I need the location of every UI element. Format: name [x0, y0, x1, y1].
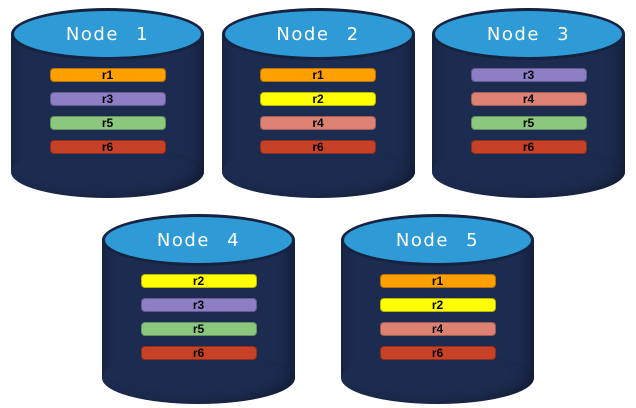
replica-label: r2 — [192, 274, 205, 288]
replica-label: r6 — [101, 140, 114, 154]
replica-list: r1 r3 r5 r6 — [11, 68, 204, 154]
replica-bar: r5 — [49, 116, 166, 130]
replica-bar: r4 — [260, 116, 376, 130]
replica-label: r4 — [312, 116, 324, 130]
cylinder-top: Node 3 — [432, 8, 625, 60]
cylinder-top: Node 5 — [341, 214, 534, 266]
cylinder-top: Node 2 — [221, 8, 415, 60]
replica-label: r5 — [101, 116, 114, 130]
node-title: Node 1 — [65, 24, 150, 45]
node-2: Node 2 r1 r2 r4 r6 — [221, 8, 415, 198]
replica-label: r1 — [101, 68, 114, 82]
replica-bar: r6 — [260, 140, 376, 154]
cylinder-bottom — [102, 352, 295, 404]
replica-label: r6 — [431, 346, 444, 360]
replica-bar: r2 — [379, 298, 496, 312]
replica-label: r3 — [101, 92, 114, 106]
replica-bar: r6 — [140, 346, 257, 360]
cylinder-bottom — [432, 146, 625, 198]
replica-bar: r3 — [470, 68, 587, 82]
top-row: Node 1 r1 r3 r5 r6 Node 2 r1 r2 r4 r6 — [0, 0, 636, 198]
replica-bar: r3 — [140, 298, 257, 312]
replica-label: r1 — [431, 274, 444, 288]
node-5: Node 5 r1 r2 r4 r6 — [341, 214, 534, 404]
node-title: Node 2 — [276, 24, 360, 45]
replica-label: r6 — [312, 140, 324, 154]
bottom-row: Node 4 r2 r3 r5 r6 Node 5 r1 r2 r4 r6 — [0, 214, 636, 404]
node-3: Node 3 r3 r4 r5 r6 — [432, 8, 625, 198]
replica-label: r5 — [522, 116, 535, 130]
cylinder-bottom — [11, 146, 204, 198]
replica-list: r1 r2 r4 r6 — [341, 274, 534, 360]
replica-label: r6 — [522, 140, 535, 154]
cylinder-bottom — [341, 352, 534, 404]
replica-bar: r1 — [260, 68, 376, 82]
cylinder-top: Node 1 — [11, 8, 204, 60]
replica-label: r3 — [522, 68, 535, 82]
cylinder-bottom — [221, 146, 415, 198]
replica-label: r2 — [431, 298, 444, 312]
replica-label: r2 — [312, 92, 324, 106]
replica-bar: r5 — [470, 116, 587, 130]
replica-label: r4 — [522, 92, 535, 106]
replica-bar: r2 — [140, 274, 257, 288]
replica-list: r2 r3 r5 r6 — [102, 274, 295, 360]
replica-bar: r2 — [260, 92, 376, 106]
replica-label: r3 — [192, 298, 205, 312]
replica-bar: r6 — [470, 140, 587, 154]
node-title: Node 5 — [395, 230, 480, 251]
node-title: Node 3 — [486, 24, 571, 45]
replica-label: r4 — [431, 322, 444, 336]
replica-bar: r4 — [379, 322, 496, 336]
node-4: Node 4 r2 r3 r5 r6 — [102, 214, 295, 404]
replica-list: r1 r2 r4 r6 — [222, 68, 415, 154]
replica-list: r3 r4 r5 r6 — [432, 68, 625, 154]
replica-bar: r3 — [49, 92, 166, 106]
replica-label: r5 — [192, 322, 205, 336]
replica-bar: r1 — [49, 68, 166, 82]
replica-label: r6 — [192, 346, 205, 360]
replica-bar: r5 — [140, 322, 257, 336]
replica-bar: r6 — [49, 140, 166, 154]
replica-label: r1 — [312, 68, 324, 82]
replica-bar: r1 — [379, 274, 496, 288]
cylinder-top: Node 4 — [102, 214, 295, 266]
replica-bar: r4 — [470, 92, 587, 106]
node-1: Node 1 r1 r3 r5 r6 — [11, 8, 204, 198]
node-title: Node 4 — [156, 230, 241, 251]
replica-bar: r6 — [379, 346, 496, 360]
